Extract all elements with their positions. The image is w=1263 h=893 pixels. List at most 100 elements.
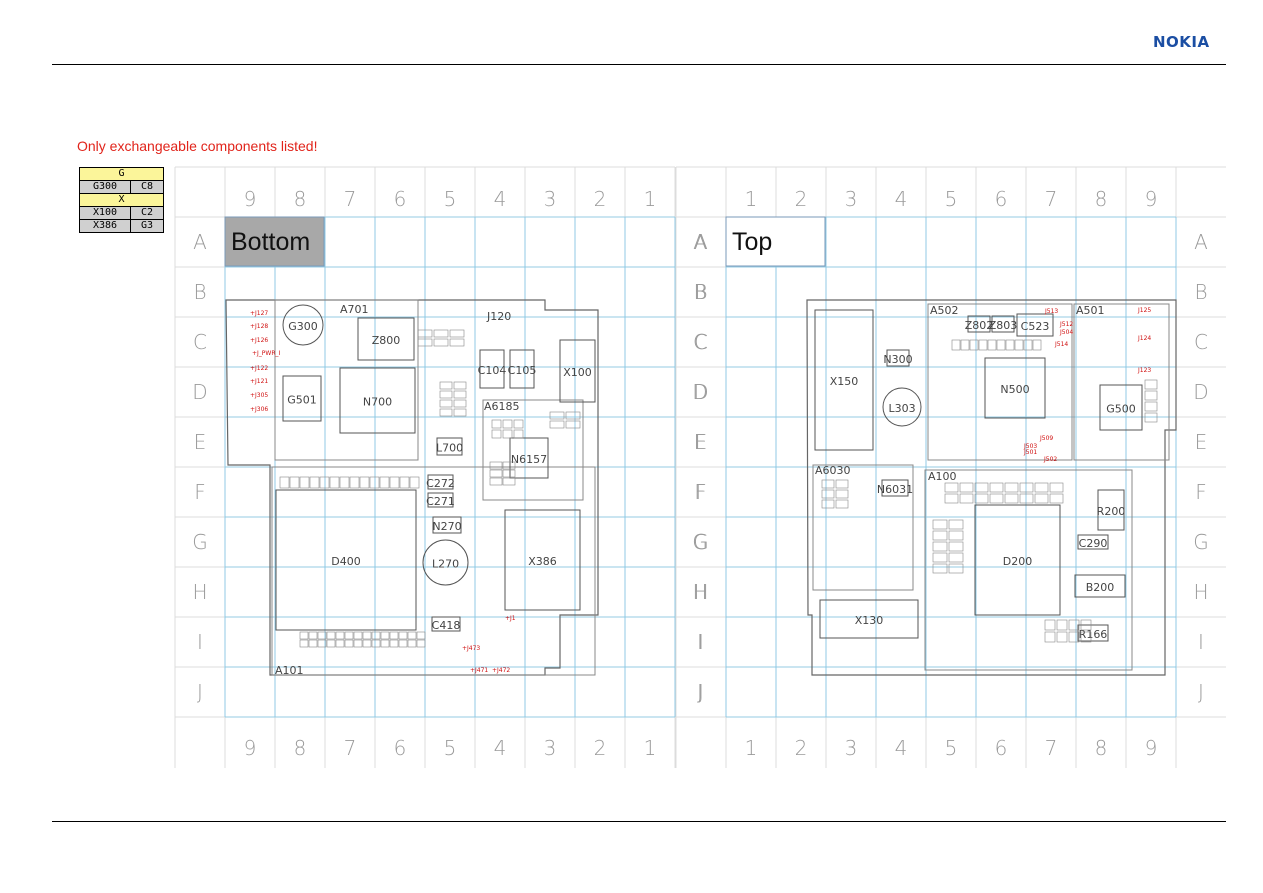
column-label-bottom: 4 [895,736,908,760]
smd-pad [489,461,503,470]
smd-pad [932,530,948,541]
smd-pad [317,639,327,648]
column-label-top: 1 [745,187,758,211]
smd-pad [1032,339,1042,351]
test-point-label: J501 [1023,449,1037,456]
column-label-top: 7 [1045,187,1058,211]
column-label-top: 2 [795,187,808,211]
smd-pad [959,482,974,493]
component-label: A701 [340,303,369,316]
smd-pad [349,476,360,489]
component-label: B200 [1086,581,1115,594]
smd-pad [821,479,835,489]
row-label-left: A [193,230,207,254]
smd-pad [439,399,453,408]
smd-pad [959,493,974,504]
smd-pad [1049,482,1064,493]
component-outline [339,367,416,434]
smd-pad [398,631,408,640]
column-label-bottom: 3 [544,736,557,760]
board-outline-top [806,299,1177,676]
smd-pad [1144,390,1158,401]
component-outline [974,504,1061,616]
smd-pad [1023,339,1033,351]
smd-pad [449,338,465,347]
smd-pad [344,639,354,648]
smd-pad [951,339,961,351]
test-point-label: J124 [1137,335,1151,342]
legend-loc: G3 [130,219,164,233]
component-outline [984,357,1046,419]
column-label-top: 3 [544,187,557,211]
test-point-label: J123 [1137,367,1151,374]
shield-frame-a101 [271,466,596,676]
row-label-right: A [693,230,707,254]
smd-pad [339,476,350,489]
row-label-right: F [1195,480,1207,504]
smd-pad [389,631,399,640]
column-label-top: 6 [394,187,407,211]
smd-pad [453,390,467,399]
footer-rule [52,821,1226,822]
component-outline [1099,384,1143,431]
column-label-bottom: 3 [845,736,858,760]
smd-pad [948,563,964,574]
smd-pad [379,476,390,489]
component-label: C418 [432,619,461,632]
test-point-label: +J472 [492,667,510,674]
test-point-label: +J_PWR_I [252,350,281,357]
smd-pad [565,420,581,429]
smd-pad [491,429,502,439]
smd-pad [1144,379,1158,390]
smd-pad [502,469,516,478]
row-label-right: I [1198,630,1204,654]
smd-pad [417,338,433,347]
component-label: C104 [478,364,507,377]
smd-pad [353,639,363,648]
smd-pad [1044,631,1056,643]
smd-pad [1004,482,1019,493]
smd-pad [549,420,565,429]
smd-pad [948,552,964,563]
component-outline [432,516,462,534]
component-outline [509,349,535,389]
component-label: Z800 [372,334,401,347]
test-point-label: +J121 [250,378,268,385]
smd-pad [989,482,1004,493]
component-label: L270 [432,558,459,571]
header-rule [52,64,1226,65]
row-label-left: I [197,630,203,654]
smd-pad [371,639,381,648]
row-label-right: D [692,380,707,404]
component-label: C272 [426,477,455,490]
legend-ref: X386 [79,219,131,233]
test-point-label: +J305 [250,392,268,399]
shield-frame-a701 [274,299,419,461]
panel-label: Bottom [231,228,310,256]
row-label-right: B [1194,280,1207,304]
component-label: X150 [830,375,859,388]
component-label: G500 [1106,403,1136,416]
component-label: X100 [563,366,592,379]
component-outline [819,599,919,639]
smd-pad [932,563,948,574]
component-label: C271 [426,495,455,508]
panel-label-box [224,216,325,267]
component-outline [436,437,463,456]
smd-pad [417,329,433,338]
smd-pad [371,631,381,640]
component-label: J120 [486,310,511,323]
smd-pad [932,552,948,563]
component-label: D200 [1003,555,1032,568]
nokia-logo: NOKIA [1153,33,1210,51]
smd-pad [369,476,380,489]
component-label: N6031 [877,483,913,496]
smd-pad [398,639,408,648]
smd-pad [969,339,979,351]
smd-pad [389,476,400,489]
column-label-top: 6 [995,187,1008,211]
component-outline [509,437,549,479]
test-point-label: +J1 [505,615,516,622]
smd-pad [299,631,309,640]
